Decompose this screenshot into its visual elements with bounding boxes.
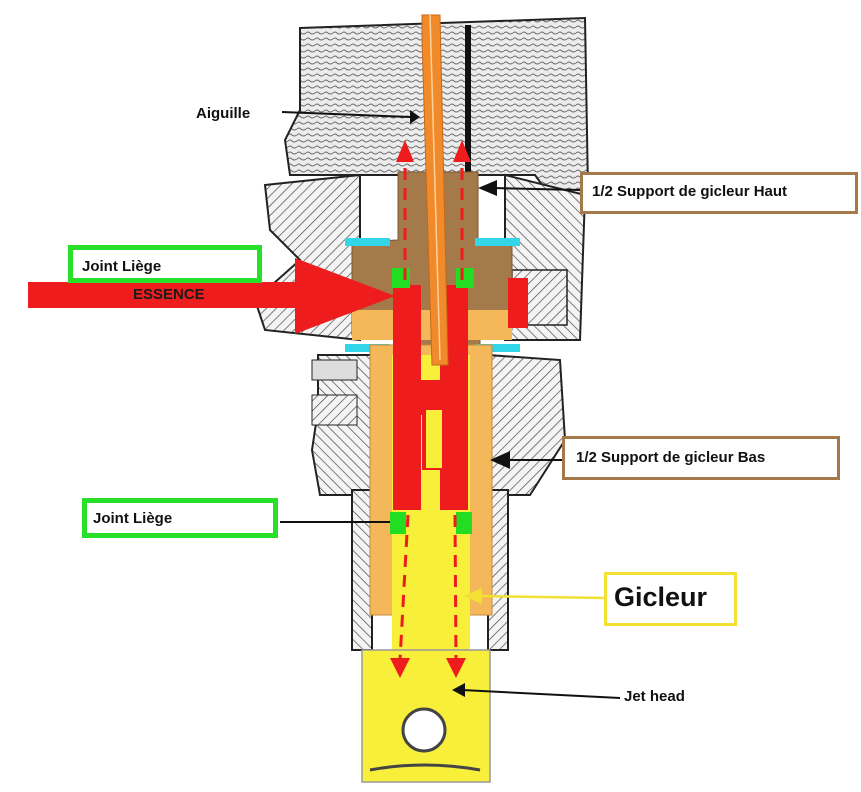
label-box-support-haut bbox=[580, 172, 858, 214]
label-jet-head: Jet head bbox=[624, 688, 685, 705]
cyan-seal-bottom-right bbox=[475, 344, 520, 352]
essence-arrow bbox=[28, 258, 395, 334]
gicleur-leader bbox=[477, 594, 606, 600]
label-box-joint-liege-top bbox=[68, 245, 262, 283]
label-box-gicleur bbox=[604, 572, 737, 626]
cyan-seal-top-left bbox=[345, 238, 390, 246]
label-support-haut: 1/2 Support de gicleur Haut bbox=[592, 183, 788, 200]
leader-lines bbox=[280, 111, 621, 699]
body-hatch-left-lower bbox=[351, 489, 373, 651]
label-support-bas: 1/2 Support de gicleur Bas bbox=[576, 449, 766, 466]
label-joint-liege-bottom: Joint Liège bbox=[93, 510, 173, 527]
cyan-seal-top-right bbox=[475, 238, 520, 246]
flow-arrows-up bbox=[403, 160, 464, 360]
label-box-joint-liege-bottom bbox=[82, 498, 278, 538]
label-box-support-bas bbox=[562, 436, 840, 480]
jet-head-hole bbox=[401, 707, 447, 753]
cyan-seal-bottom-left bbox=[345, 344, 390, 352]
seal-green-lower-left bbox=[390, 512, 406, 534]
seal-green-upper-left bbox=[392, 268, 410, 288]
label-aiguille: Aiguille bbox=[196, 105, 251, 122]
label-essence: ESSENCE bbox=[133, 286, 205, 303]
body-hatch-right-mid bbox=[487, 353, 567, 496]
label-joint-liege-top: Joint Liège bbox=[82, 258, 162, 275]
flow-arrows-down bbox=[398, 514, 458, 661]
seal-green-upper-right bbox=[456, 268, 474, 288]
label-gicleur: Gicleur bbox=[614, 582, 708, 612]
seal-green-lower-right bbox=[456, 512, 472, 534]
fuel-inlet-right bbox=[508, 278, 528, 328]
